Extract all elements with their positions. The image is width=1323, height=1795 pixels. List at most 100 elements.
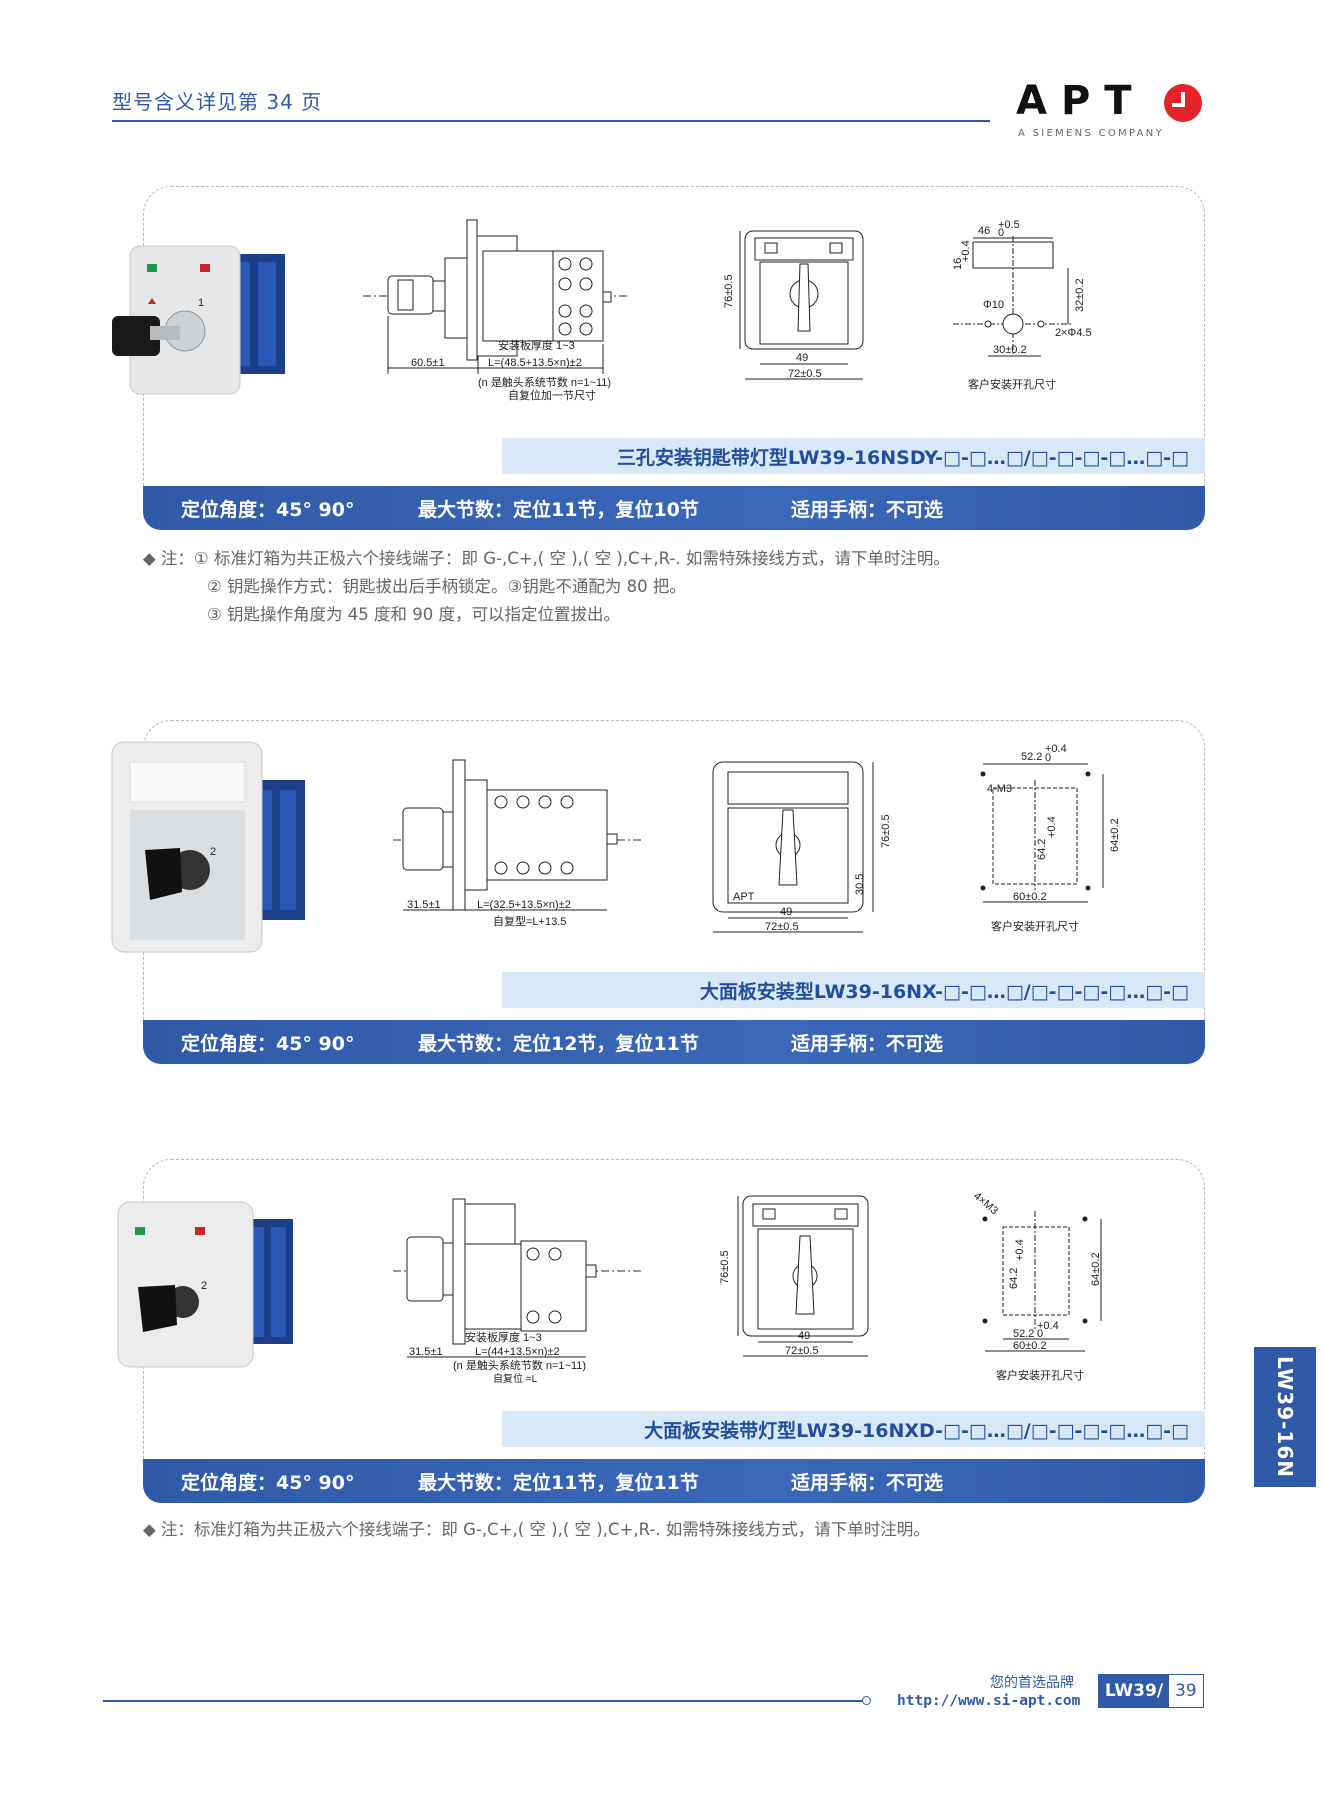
- note-line: ③ 钥匙操作角度为 45 度和 90 度，可以指定位置拔出。: [207, 605, 621, 624]
- side-view-drawing: 31.5±1 L=(32.5+13.5×n)±2 自复型=L+13.5: [393, 750, 753, 940]
- dim-inner-width: 49: [780, 906, 792, 918]
- cutout-c: 64±0.2: [1109, 818, 1121, 852]
- dim-note-2: 自复位加一节尺寸: [508, 388, 596, 402]
- page-header-title: 型号含义详见第 34 页: [112, 90, 323, 114]
- dim-height: 76±0.5: [723, 274, 735, 308]
- front-view-drawing: 76±0.5 49 72±0.5: [703, 1184, 903, 1374]
- footer-slogan: 您的首选品牌: [990, 1675, 1074, 1691]
- cutout-hole: Φ10: [983, 299, 1004, 311]
- dim-note-2: 自复型=L+13.5: [493, 914, 566, 928]
- front-brand: APT: [733, 891, 755, 903]
- header-rule: [112, 120, 990, 122]
- svg-text:+0.5: +0.5: [998, 219, 1020, 231]
- dim-width: 72±0.5: [785, 1345, 819, 1357]
- cutout-e: 2×Φ4.5: [1055, 327, 1092, 339]
- product-photo: 2: [110, 740, 320, 964]
- product-photo: 1: [110, 236, 320, 410]
- cutout-caption: 客户安装开孔尺寸: [968, 377, 1056, 391]
- logo-text: APT: [1016, 78, 1146, 124]
- cutout-a: 46: [978, 225, 990, 237]
- dim-length: L=(32.5+13.5×n)±2: [477, 899, 571, 911]
- side-view-drawing: 31.5±1 安装板厚度 1~3 L=(44+13.5×n)±2 (n 是触头系…: [393, 1179, 753, 1379]
- svg-text:0: 0: [1037, 1328, 1043, 1340]
- dim-depth: 60.5±1: [411, 357, 445, 369]
- cutout-caption: 客户安装开孔尺寸: [996, 1370, 1084, 1382]
- cutout-c: 32±0.2: [1074, 278, 1086, 312]
- svg-text:+0.4: +0.4: [1037, 1320, 1059, 1332]
- cutout-m: 4×M3: [973, 1190, 1000, 1217]
- front-view-drawing: 76±0.5 49 72±0.5: [710, 216, 890, 406]
- cutout-f: 60±0.2: [1013, 1340, 1047, 1352]
- cutout-drawing: 52.2 +0.4 0 4-M3 64.2 +0.4 64±0.2 60±0.2…: [973, 740, 1163, 940]
- dim-width: 72±0.5: [765, 921, 799, 933]
- svg-text:2: 2: [210, 846, 216, 858]
- svg-text:0: 0: [1045, 752, 1051, 764]
- dim-note: (n 是触头系统节数 n=1~11): [453, 1358, 586, 1372]
- spec-handle: 适用手柄：不可选: [791, 1471, 944, 1494]
- dim-depth: 31.5±1: [409, 1346, 443, 1358]
- dim-plate: 安装板厚度 1~3: [498, 338, 575, 352]
- logo-power-icon: [1164, 84, 1202, 122]
- cutout-f: 30±0.2: [993, 344, 1027, 356]
- cutout-drawing: 4×M3 64.2 +0.4 64±0.2 52.2 +0.4 0 60±0.2: [973, 1171, 1163, 1371]
- footer-tag: LW39/: [1099, 1675, 1169, 1707]
- spec-max-sections: 最大节数：定位11节，复位10节: [418, 498, 699, 521]
- spec-handle: 适用手柄：不可选: [791, 1032, 944, 1055]
- spec-bar: 定位角度：45° 90° 最大节数：定位11节，复位11节 适用手柄：不可选: [143, 1459, 1205, 1503]
- dim-width: 72±0.5: [788, 368, 822, 380]
- product-section-1: 1 60.5±1: [112, 186, 1205, 532]
- dim-note: (n 是触头系统节数 n=1~11): [478, 375, 611, 389]
- svg-text:+0.4: +0.4: [1046, 816, 1058, 838]
- svg-text:+0.4: +0.4: [1045, 743, 1067, 755]
- product-title-bar: 大面板安装型LW39-16NX-□-□…□/□-□-□-□…□-□: [502, 972, 1205, 1008]
- cutout-drawing: 46 +0.5 0 16 +0.4 Φ10 32±0.2 2×Φ4.5 30±0…: [933, 216, 1133, 406]
- cutout-b: 64.2: [1036, 839, 1048, 860]
- product-title-bar: 大面板安装带灯型LW39-16NXD-□-□…□/□-□-□-□…□-□: [502, 1411, 1205, 1447]
- dim-height: 76±0.5: [719, 1250, 731, 1284]
- footer-url[interactable]: http://www.si-apt.com: [897, 1693, 1081, 1709]
- svg-text:0: 0: [998, 227, 1004, 239]
- product-section-2: 2 31.5±1 L=(32.5+13.5×n)±2 自复型=L+13.5: [111, 720, 1205, 1066]
- spec-angle: 定位角度：45° 90°: [181, 1032, 355, 1055]
- dim-inner-width: 49: [796, 352, 808, 364]
- cutout-b: 16: [952, 258, 964, 270]
- dim-height: 76±0.5: [880, 814, 892, 848]
- svg-text:1: 1: [198, 297, 204, 309]
- spec-angle: 定位角度：45° 90°: [181, 1471, 355, 1494]
- spec-bar: 定位角度：45° 90° 最大节数：定位12节，复位11节 适用手柄：不可选: [143, 1020, 1205, 1064]
- spec-handle: 适用手柄：不可选: [791, 498, 944, 521]
- dim-inner-width: 49: [798, 1330, 810, 1342]
- front-view-drawing: APT 76±0.5 30.5 49 72±0.5: [703, 750, 903, 940]
- note-line: ② 钥匙操作方式：钥匙拔出后手柄锁定。③钥匙不通配为 80 把。: [207, 577, 686, 596]
- note-line: ◆ 注：标准灯箱为共正极六个接线端子：即 G-,C+,( 空 ),( 空 ),C…: [143, 1520, 930, 1539]
- side-view-drawing: 60.5±1 安装板厚度 1~3 L=(48.5+13.5×n)±2 (n 是触…: [358, 216, 778, 406]
- dim-note-2: 自复位 =L: [493, 1374, 538, 1385]
- product-photo: 2: [113, 1197, 313, 1381]
- dim-plate: 安装板厚度 1~3: [465, 1330, 542, 1344]
- logo-subtitle: A SIEMENS COMPANY: [1018, 128, 1164, 139]
- cutout-a: 52.2: [1013, 1328, 1034, 1340]
- cutout-c: 64±0.2: [1090, 1252, 1102, 1286]
- dim-depth: 31.5±1: [407, 899, 441, 911]
- notes-1: ◆ 注：① 标准灯箱为共正极六个接线端子：即 G-,C+,( 空 ),( 空 )…: [143, 545, 950, 629]
- side-tab: LW39-16N: [1254, 1347, 1316, 1487]
- cutout-m: 4-M3: [987, 783, 1012, 795]
- notes-2: ◆ 注：标准灯箱为共正极六个接线端子：即 G-,C+,( 空 ),( 空 ),C…: [143, 1516, 930, 1544]
- footer-dot: [862, 1696, 871, 1705]
- svg-text:+0.4: +0.4: [1014, 1239, 1026, 1261]
- cutout-f: 60±0.2: [1013, 891, 1047, 903]
- spec-angle: 定位角度：45° 90°: [181, 498, 355, 521]
- dim-length: L=(44+13.5×n)±2: [475, 1346, 560, 1358]
- spec-bar: 定位角度：45° 90° 最大节数：定位11节，复位10节 适用手柄：不可选: [143, 486, 1205, 530]
- svg-text:+0.4: +0.4: [960, 240, 972, 262]
- spec-max-sections: 最大节数：定位12节，复位11节: [418, 1032, 699, 1055]
- product-section-3: 2 31.5±1 安装板厚度 1~3 L=(44+13.5×n)±2 (n 是触…: [117, 1159, 1205, 1505]
- cutout-b: 64.2: [1008, 1268, 1020, 1289]
- cutout-caption: 客户安装开孔尺寸: [991, 919, 1079, 933]
- dim-height-2: 30.5: [854, 874, 866, 895]
- side-tab-label: LW39-16N: [1273, 1356, 1297, 1478]
- spec-max-sections: 最大节数：定位11节，复位11节: [418, 1471, 699, 1494]
- page-number-box: LW39/ 39: [1098, 1674, 1204, 1708]
- product-title-bar: 三孔安装钥匙带灯型LW39-16NSDY-□-□…□/□-□-□-□…□-□: [502, 438, 1205, 474]
- footer-rule: [103, 1700, 863, 1702]
